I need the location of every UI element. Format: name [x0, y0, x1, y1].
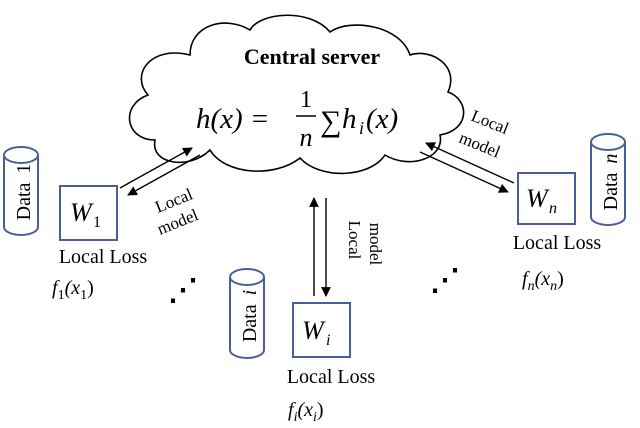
weight-sub-i: i — [326, 332, 330, 349]
arrow-down-1 — [127, 154, 201, 196]
data-cylinder-i: Data i — [229, 268, 265, 359]
link-label-i-line2: model — [366, 223, 385, 266]
data-cylinder-1: Data 1 — [3, 146, 39, 236]
local-loss-func-1: f1(x1) — [52, 277, 94, 303]
link-label-i-line1: Local — [345, 221, 364, 260]
data-label-n: Data — [600, 173, 622, 211]
arrow-up-1 — [119, 147, 193, 189]
arrow-up-n — [425, 142, 515, 184]
central-server-cloud — [128, 14, 465, 175]
model-box-1 — [59, 185, 118, 241]
data-index-n: n — [600, 154, 622, 164]
data-label-i: Data — [239, 304, 261, 342]
data-index-i: i — [239, 290, 261, 296]
link-client-1: Local model — [119, 147, 201, 239]
aggregation-formula: h(x) = 1 n ∑ h i (x) — [196, 87, 398, 152]
weight-sub-1: 1 — [93, 214, 101, 231]
svg-text:Data i: Data i — [239, 290, 261, 342]
model-box-n — [517, 172, 576, 225]
formula-rhs-sub: i — [359, 118, 364, 138]
local-loss-func-n: fn(xn) — [522, 268, 564, 294]
formula-lhs: h(x) = — [196, 103, 270, 135]
model-box-i — [292, 302, 351, 358]
weight-i: W — [302, 316, 326, 345]
local-loss-label-i: Local Loss — [287, 366, 376, 388]
formula-rhs-arg: (x) — [366, 103, 398, 135]
formula-numerator: 1 — [300, 87, 312, 113]
arrow-down-n — [419, 151, 509, 193]
server-title: Central server — [244, 44, 380, 69]
data-index-1: 1 — [13, 164, 35, 174]
link-client-i: Local model — [309, 197, 385, 297]
weight-n: W — [526, 184, 550, 213]
local-loss-label-n: Local Loss — [513, 232, 602, 254]
client-i: Data i W i Local Loss fi(xi) — [229, 268, 376, 425]
ellipsis-left: ⋰ — [168, 274, 198, 307]
weight-1: W — [70, 198, 94, 227]
svg-text:Data n: Data n — [600, 154, 622, 211]
local-loss-func-i: fi(xi) — [288, 399, 324, 425]
ellipsis-right: ⋰ — [430, 264, 460, 297]
local-loss-label-1: Local Loss — [59, 246, 148, 268]
svg-text:Data 1: Data 1 — [13, 164, 35, 221]
client-1: Data 1 W 1 Local Loss f1(x1) — [3, 146, 148, 303]
sum-symbol: ∑ — [320, 105, 341, 138]
formula-rhs: h — [342, 103, 357, 135]
weight-sub-n: n — [549, 200, 557, 217]
formula-denominator: n — [300, 123, 313, 152]
data-label-1: Data — [13, 183, 35, 221]
client-n: Data n W n Local Loss fn(xn) — [513, 133, 626, 294]
data-cylinder-n: Data n — [590, 133, 626, 226]
